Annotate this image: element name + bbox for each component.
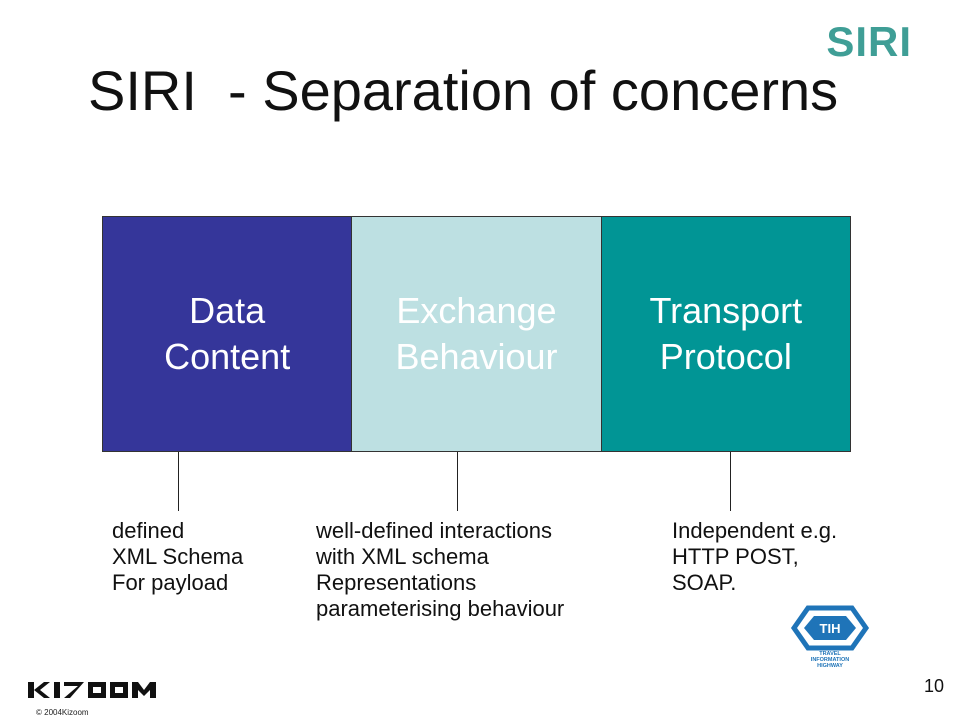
note-line: defined — [112, 518, 185, 543]
tih-logo-initials: TIH — [820, 621, 841, 636]
tih-logo-caption: INFORMATION — [811, 657, 849, 663]
note-line: Independent e.g. — [672, 518, 838, 543]
note-line: parameterising behaviour — [316, 596, 565, 621]
note-line: XML Schema — [112, 544, 244, 569]
note-exchange-behaviour: well-defined interactions with XML schem… — [316, 518, 564, 622]
block-label-line: Content — [164, 336, 291, 377]
block-exchange-behaviour: Exchange Behaviour — [351, 217, 601, 451]
connector-line-data — [178, 452, 179, 511]
note-line: HTTP POST, — [672, 544, 799, 569]
kizoom-logo — [28, 682, 156, 698]
slide-title: SIRI - Separation of concerns — [88, 59, 839, 122]
block-label-line: Protocol — [659, 336, 792, 377]
note-data-content: defined XML Schema For payload — [112, 518, 243, 596]
block-label-line: Behaviour — [395, 336, 558, 377]
block-transport-protocol: Transport Protocol — [600, 217, 850, 451]
tih-logo-caption: TRAVEL — [819, 651, 841, 657]
block-label-line: Transport — [649, 290, 803, 331]
block-label-line: Data — [189, 290, 266, 331]
block-label-line: Exchange — [396, 290, 557, 331]
concerns-diagram: Data Content Exchange Behaviour Transpor… — [102, 216, 851, 452]
note-line: with XML schema — [316, 544, 489, 569]
note-line: For payload — [112, 570, 229, 595]
note-transport-protocol: Independent e.g. HTTP POST, SOAP. — [672, 518, 837, 596]
brand-logo: SIRI — [826, 18, 912, 65]
note-line: well-defined interactions — [316, 518, 553, 543]
connector-line-exchange — [457, 452, 458, 511]
tih-logo-caption: HIGHWAY — [817, 663, 843, 668]
block-data-content: Data Content — [103, 217, 352, 451]
note-line: Representations — [316, 570, 477, 595]
tih-logo: TIH TRAVEL INFORMATION HIGHWAY — [790, 605, 870, 668]
connector-line-transport — [730, 452, 731, 511]
page-number: 10 — [923, 676, 944, 696]
copyright-text: © 2004Kizoom — [36, 708, 89, 717]
note-line: SOAP. — [672, 570, 737, 595]
